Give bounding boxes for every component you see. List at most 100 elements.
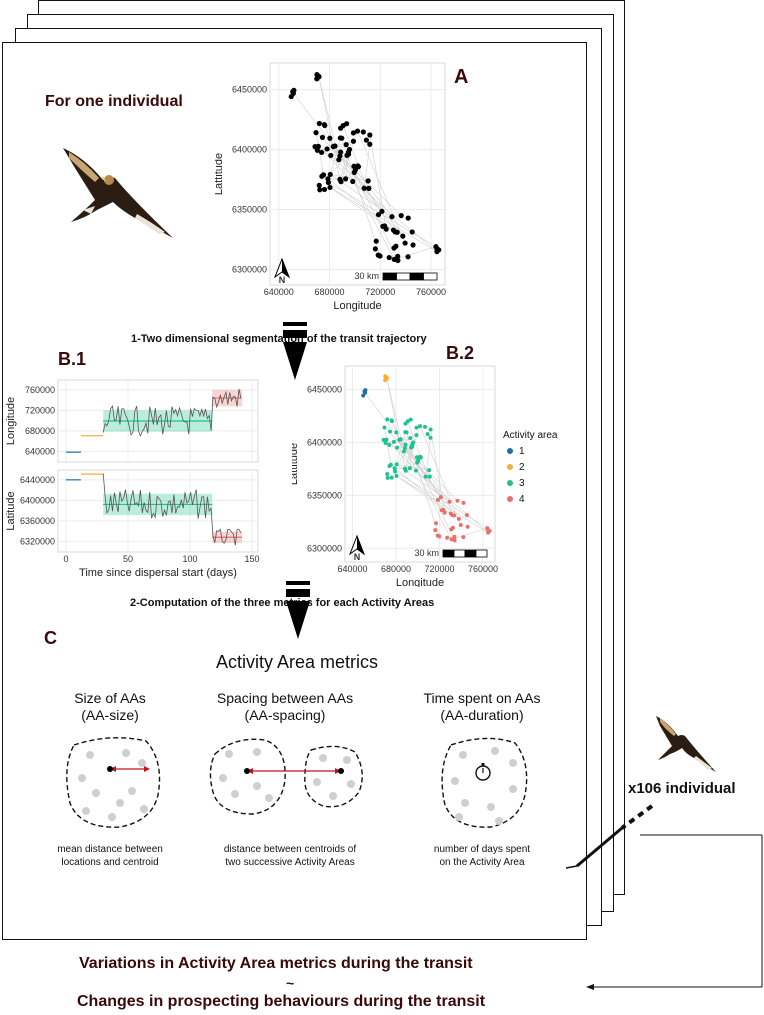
location-point: [389, 475, 394, 480]
trajectory-segment: [386, 439, 442, 498]
location-point: [461, 535, 466, 540]
trajectory-segment: [324, 124, 340, 160]
metric-spacing-desc-line2: two successive Activity Areas: [225, 857, 355, 868]
y-tick-label: 680000: [25, 426, 55, 436]
location-point: [410, 242, 416, 248]
location-point: [414, 433, 419, 438]
location-point: [350, 130, 357, 136]
location-point: [338, 179, 344, 185]
trajectory-segment: [341, 138, 381, 257]
location-point: [367, 132, 373, 138]
location-point: [325, 176, 331, 182]
location-point: [379, 208, 385, 214]
location-point: [410, 444, 415, 449]
location-point: [392, 466, 397, 471]
x-tick-label: 0: [63, 554, 68, 564]
location-point: [387, 429, 392, 434]
trajectory-segment: [394, 246, 437, 260]
location-point: [414, 425, 419, 430]
panel-c-letter: C: [44, 628, 57, 648]
location-point: [400, 233, 406, 239]
trajectory-segment: [352, 181, 438, 252]
location-point: [434, 521, 439, 526]
trajectory-segment: [396, 447, 412, 465]
location-point: [402, 446, 407, 451]
location-point: [338, 149, 344, 155]
y-axis-title: Lattitude: [215, 153, 225, 195]
location-point: [413, 468, 418, 473]
location-point: [382, 425, 387, 430]
location-point: [361, 393, 366, 398]
location-point: [442, 510, 447, 515]
location-point: [313, 130, 319, 136]
step1-label: 1-Two dimensional segmentation of the tr…: [131, 333, 427, 345]
location-point: [414, 455, 419, 460]
y-axis-title: Lattitude: [292, 443, 300, 485]
location-point: [350, 178, 356, 185]
trajectory-segment: [330, 144, 347, 156]
y-tick-label: 6300000: [232, 264, 267, 274]
north-label: N: [354, 552, 361, 562]
location-point: [318, 149, 325, 156]
metric-size-name: Size of AAs: [74, 690, 146, 706]
location-point: [427, 474, 432, 479]
location-point: [375, 212, 382, 218]
location-point: [363, 137, 369, 143]
location-point: [360, 129, 366, 135]
location-point: [402, 240, 408, 246]
position-trace: [102, 388, 242, 437]
location-point: [288, 93, 294, 100]
y-tick-label: 6400000: [232, 145, 267, 155]
location-point: [405, 419, 410, 424]
trajectory-segment: [328, 182, 437, 247]
replicate-label: x106 individual: [628, 780, 736, 797]
location-point: [425, 432, 430, 437]
trajectory-segment: [339, 155, 383, 212]
trajectory-segment: [386, 377, 406, 469]
metric-size-desc: mean distance between locations and cent…: [30, 843, 190, 869]
location-point: [316, 120, 322, 127]
panel-b1-letter: B.1: [58, 349, 87, 369]
panel-a-letter: A: [454, 66, 469, 88]
location-point: [403, 468, 408, 473]
trajectory-segment: [394, 471, 488, 529]
location-point: [393, 469, 398, 474]
location-point: [434, 246, 440, 252]
scale-label: 30 km: [354, 271, 379, 281]
location-point: [319, 134, 326, 140]
location-point: [316, 182, 322, 188]
location-point: [361, 185, 367, 191]
metric-duration-abbr: (AA-duration): [440, 707, 524, 723]
location-point: [383, 441, 388, 446]
ts-panel-frame: [57, 469, 259, 553]
y-tick-label: 640000: [25, 446, 55, 456]
y-tick-label: 720000: [25, 405, 55, 415]
location-point: [377, 253, 383, 259]
location-point: [486, 528, 491, 533]
location-point: [398, 212, 404, 219]
legend-entry-4: 4: [507, 494, 557, 505]
location-point: [386, 254, 392, 261]
x-tick-label: 150: [244, 554, 259, 564]
trajectory-segment: [391, 420, 405, 452]
location-point: [450, 525, 455, 530]
location-point: [391, 439, 396, 444]
location-point: [385, 472, 390, 477]
location-point: [452, 513, 457, 518]
location-point: [405, 254, 411, 260]
x-tick-label: 680000: [381, 564, 411, 574]
trajectory-segment: [415, 470, 489, 533]
y-tick-label: 760000: [25, 385, 55, 395]
eagle-illustration-small: [656, 716, 716, 772]
legend-swatch: [507, 464, 513, 470]
legend-label: 3: [519, 478, 525, 489]
metric-size-desc-line2: locations and centroid: [61, 857, 159, 868]
trajectory-segment: [357, 130, 406, 244]
location-point: [317, 187, 323, 193]
location-point: [465, 524, 470, 529]
footer-tilde: ~: [286, 975, 295, 991]
location-point: [389, 418, 394, 423]
location-point: [385, 417, 390, 422]
metric-duration-desc-line1: number of days spent: [433, 844, 531, 855]
location-point: [343, 142, 349, 148]
